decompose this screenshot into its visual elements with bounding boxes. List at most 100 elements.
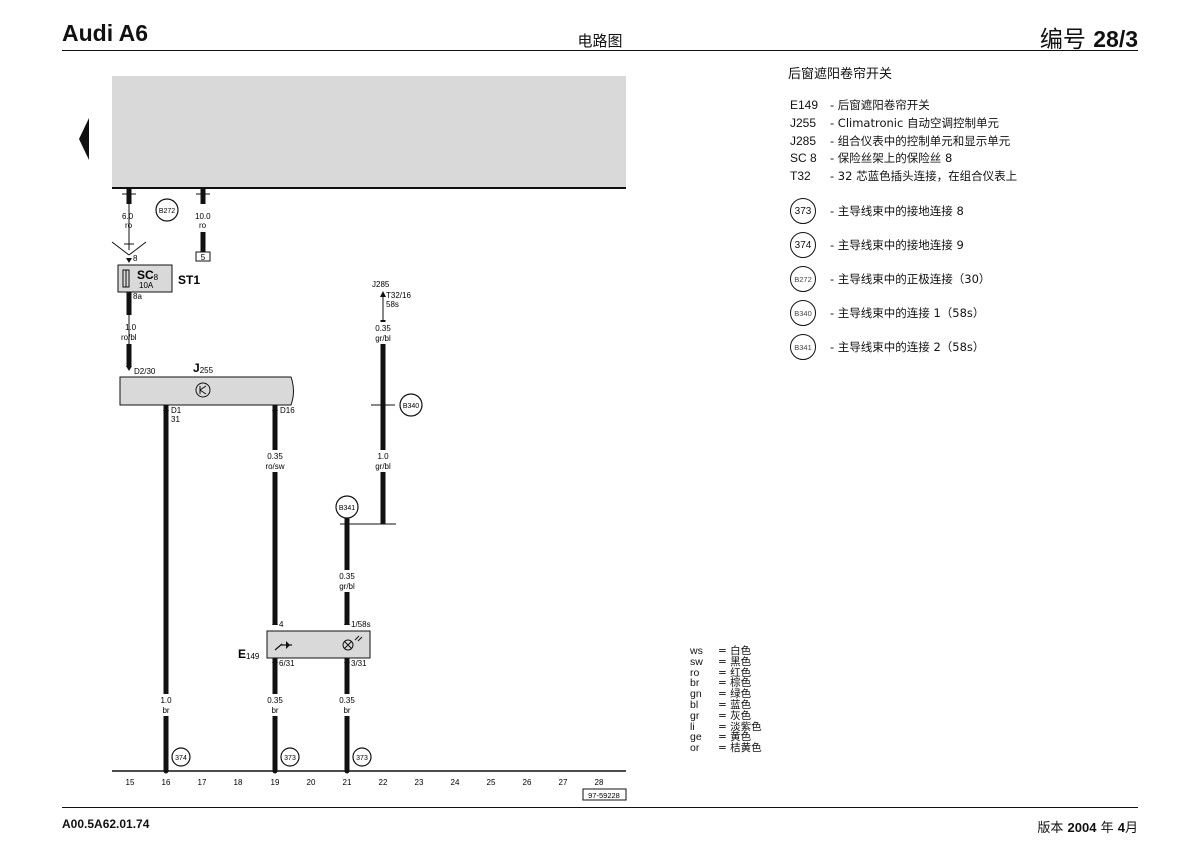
color-name: = 蓝色 <box>718 698 752 711</box>
header-rule <box>62 50 1138 51</box>
track-number: 22 <box>379 778 388 787</box>
connection-legend-item: 373 - 主导线束中的接地连接 8 <box>790 198 964 224</box>
color-code-item: gr = 灰色 <box>690 709 762 722</box>
node-label: 373 <box>356 755 368 762</box>
fuse-holder-label: ST1 <box>178 273 200 287</box>
color-code-item: li = 淡紫色 <box>690 720 762 733</box>
ground-node-374[interactable] <box>171 747 191 767</box>
prev-page-arrow-icon[interactable] <box>79 118 89 160</box>
track-number: 15 <box>126 778 135 787</box>
svg-text:E149: E149 <box>238 647 260 661</box>
page-number: 编号 28/3 <box>1040 20 1138 54</box>
ground-node-373[interactable] <box>352 747 372 767</box>
color-abbr: gn <box>690 688 702 701</box>
track-number: 23 <box>415 778 424 787</box>
connector-label: T32/16 <box>386 291 411 300</box>
connection-legend-item: B272 - 主导线束中的正极连接（30） <box>790 266 990 292</box>
terminal-5 <box>195 251 211 262</box>
track-number: 16 <box>162 778 171 787</box>
page-title: 电路图 <box>577 32 623 50</box>
color-name: = 红色 <box>718 666 752 679</box>
wire-label: br <box>343 706 350 715</box>
connection-circle: B341 <box>790 334 816 360</box>
color-name: = 黄色 <box>718 731 752 744</box>
unit-label-j285: J285 <box>372 280 390 289</box>
color-name: = 棕色 <box>718 677 752 690</box>
connection-legend-item: B340 - 主导线束中的连接 1（58s） <box>790 300 984 326</box>
legend-item: T32- 32 芯蓝色插头连接，在组合仪表上 <box>790 168 1017 186</box>
track-number: 25 <box>487 778 496 787</box>
svg-text:SC8: SC8 <box>137 268 159 282</box>
legend-code: J285 <box>790 133 817 148</box>
track-number: 27 <box>559 778 568 787</box>
j255-sub: 255 <box>200 366 214 375</box>
drawing-ref-box <box>582 788 627 801</box>
connection-desc: - 主导线束中的接地连接 9 <box>830 238 964 252</box>
fuse-sub: 8 <box>154 273 159 282</box>
color-abbr: gr <box>690 709 700 722</box>
legend-desc: - 32 芯蓝色插头连接，在组合仪表上 <box>830 169 1018 184</box>
page-number-prefix: 编号 <box>1039 27 1086 53</box>
connection-node-b272[interactable] <box>155 198 179 222</box>
legend-item: J255- Climatronic 自动空调控制单元 <box>790 115 1017 133</box>
wire-label: ro <box>125 221 133 230</box>
color-abbr: li <box>690 720 695 733</box>
wire-label: 10.0 <box>195 212 211 221</box>
connection-node-b340[interactable] <box>399 393 423 417</box>
ground-node-373[interactable] <box>280 747 300 767</box>
color-name: = 淡紫色 <box>718 720 762 733</box>
svg-text:J255: J255 <box>193 361 214 375</box>
wire-label: 0.35 <box>267 696 283 705</box>
e149-label: E <box>238 647 246 661</box>
track-number: 17 <box>198 778 207 787</box>
wire-label: 1.0 <box>125 323 137 332</box>
color-name: = 灰色 <box>718 709 752 722</box>
connection-circle: B272 <box>790 266 816 292</box>
node-label: B341 <box>339 505 355 512</box>
wire-label: 0.35 <box>267 452 283 461</box>
legend-desc: - 组合仪表中的控制单元和显示单元 <box>830 133 1011 148</box>
j255-label: J <box>193 361 200 375</box>
pin-label: D1 <box>171 406 182 415</box>
color-abbr: sw <box>690 655 703 668</box>
color-name: = 白色 <box>718 645 752 657</box>
edition-year: 2004 <box>1067 820 1097 835</box>
control-unit-j255[interactable] <box>119 376 294 406</box>
pin-label: 8 <box>133 254 138 263</box>
wire-label: ro/bl <box>121 333 137 342</box>
color-code-item: or= 桔黄色 <box>690 743 762 754</box>
wire-label: 1.0 <box>160 696 172 705</box>
pin-label: D16 <box>280 406 295 415</box>
wire-label: ro <box>199 221 207 230</box>
fuse-label: SC <box>137 268 154 282</box>
wire-label: 0.35 <box>375 324 391 333</box>
drawing-ref: 97-59228 <box>588 791 620 800</box>
edition-info: 版本 2004 年 4月 <box>1037 817 1138 836</box>
legend-item: J285 - 组合仪表中的控制单元和显示单元 <box>790 133 1017 151</box>
legend-code: J255 <box>790 115 817 130</box>
fuse-carrier-area <box>112 76 626 188</box>
wire-label: 1.0 <box>377 452 389 461</box>
color-abbr: or <box>690 742 700 755</box>
fuse-rating: 10A <box>139 281 154 290</box>
edition-prefix: 版本 <box>1037 821 1064 836</box>
node-label: 374 <box>175 755 187 762</box>
document-code: A00.5A62.01.74 <box>62 817 150 831</box>
track-number: 18 <box>234 778 243 787</box>
transistor-icon <box>195 382 211 398</box>
wire-label: gr/bl <box>375 334 391 343</box>
color-code-item: ws= 白色 <box>690 646 762 657</box>
legend-desc: - 保险丝架上的保险丝 8 <box>830 151 953 166</box>
switch-icon <box>274 641 292 651</box>
wire-color-legend: ws= 白色 sw= 黑色 ro= 红色 br= 棕色 gn= 绿色 bl= 蓝… <box>690 646 762 754</box>
legend-item: E149- 后窗遮阳卷帘开关 <box>790 97 1017 115</box>
pin-label: 3/31 <box>351 659 367 668</box>
color-code-item: gn= 绿色 <box>690 689 762 700</box>
color-code-item: sw= 黑色 <box>690 655 762 668</box>
wire-label: 6.0 <box>122 212 134 221</box>
bulb-icon <box>342 635 363 651</box>
model-title: Audi A6 <box>62 20 149 46</box>
page-number-value: 28/3 <box>1093 26 1138 52</box>
connection-circle: 374 <box>790 232 816 258</box>
